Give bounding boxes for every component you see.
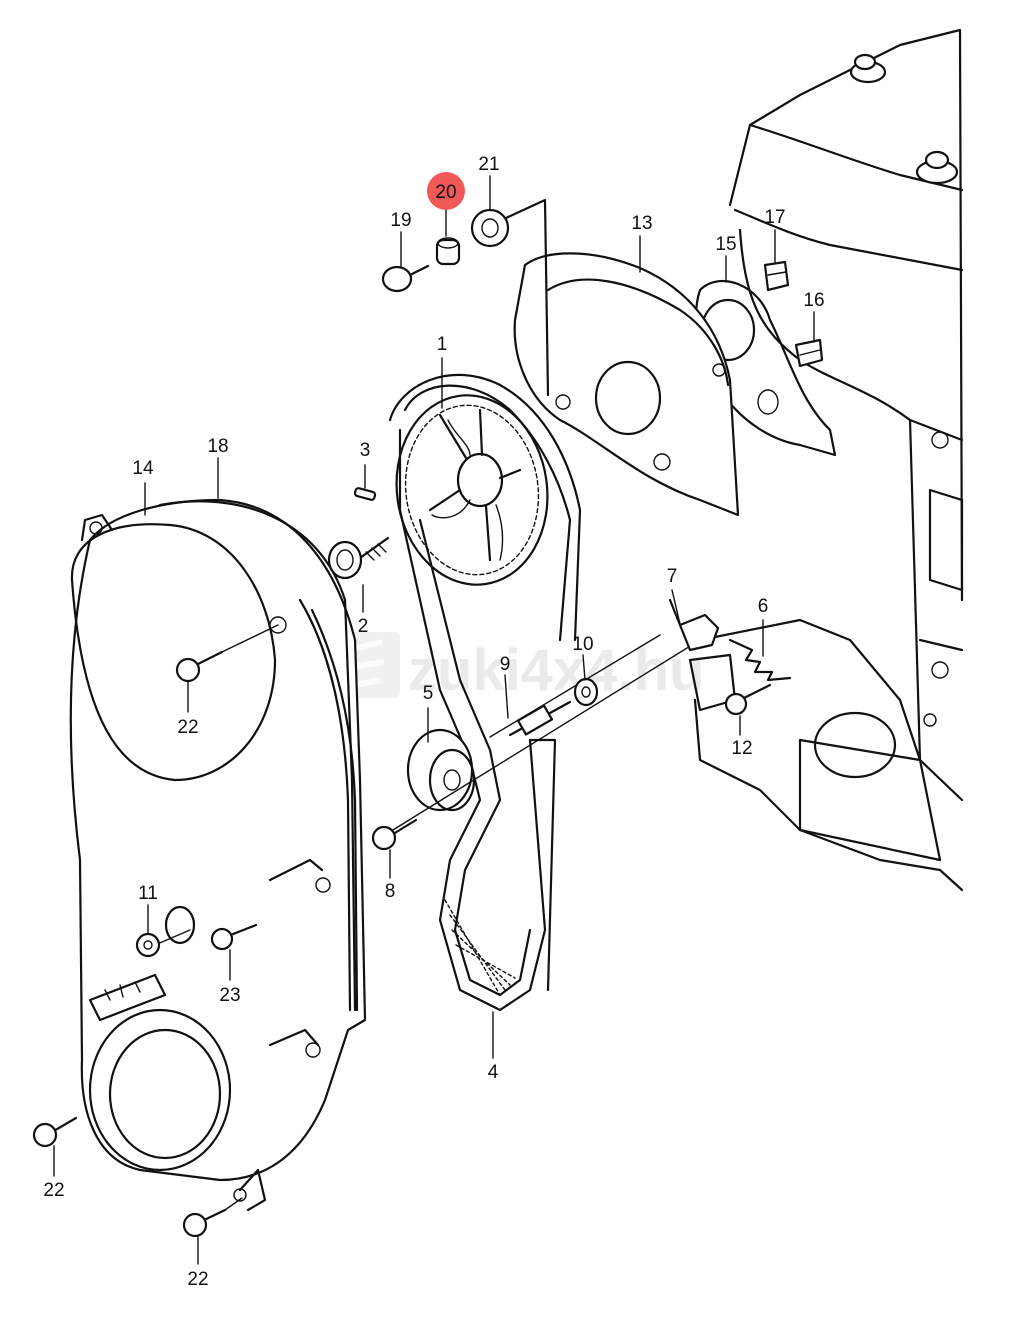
part-7-tensioner-plate <box>668 598 720 652</box>
callout-label-10[interactable]: 10 <box>572 634 593 655</box>
callout-label-3[interactable]: 3 <box>360 440 371 461</box>
callout-label-18[interactable]: 18 <box>207 436 228 457</box>
callout-label-2[interactable]: 2 <box>358 616 369 637</box>
part-20-highlight-marker <box>427 172 465 210</box>
part-9-stud-icon <box>508 700 572 737</box>
part-18-cover-gasket <box>298 598 359 1012</box>
callout-label-20[interactable]: 20 <box>435 182 456 203</box>
callout-label-4[interactable]: 4 <box>488 1062 499 1083</box>
watermark: zuki4x4.hu <box>332 632 705 703</box>
callout-label-6[interactable]: 6 <box>758 596 769 617</box>
part-1-camshaft-pulley <box>395 394 549 586</box>
callout-label-15[interactable]: 15 <box>715 234 736 255</box>
callout-label-8[interactable]: 8 <box>385 881 396 902</box>
callout-label-22-top[interactable]: 22 <box>177 717 198 738</box>
callout-label-9[interactable]: 9 <box>500 654 511 675</box>
callout-label-16[interactable]: 16 <box>803 290 824 311</box>
callout-label-17[interactable]: 17 <box>764 207 785 228</box>
callout-label-14[interactable]: 14 <box>132 458 154 479</box>
callout-label-11[interactable]: 11 <box>138 883 158 904</box>
part-22-bolt-icon <box>32 1116 78 1148</box>
engine-top-bolt-icon <box>915 150 959 185</box>
engine-top-bolt-icon <box>849 53 887 84</box>
part-10-washer-icon <box>573 677 599 707</box>
part-8-bolt-icon <box>371 818 418 851</box>
part-16-clip-icon <box>794 338 824 368</box>
callout-label-7[interactable]: 7 <box>667 566 678 587</box>
callout-label-22-left[interactable]: 22 <box>43 1180 64 1201</box>
callout-label-22-bottom[interactable]: 22 <box>187 1269 208 1290</box>
callout-label-12[interactable]: 12 <box>731 738 752 759</box>
part-17-clip-icon <box>763 260 790 292</box>
part-3-key-icon <box>353 487 377 501</box>
callout-label-13[interactable]: 13 <box>631 213 652 234</box>
assembly-axis-line <box>379 639 701 839</box>
engine-block <box>688 28 964 892</box>
callout-labels: 1 2 3 4 5 6 7 8 9 10 11 12 13 14 15 16 1… <box>43 154 824 1290</box>
leader-lines <box>53 175 815 1265</box>
part-23-bolt-icon <box>210 923 258 951</box>
part-19-bolt-icon <box>381 264 430 293</box>
callout-label-1[interactable]: 1 <box>437 334 448 355</box>
part-14-outer-timing-cover <box>69 498 367 1212</box>
callout-label-21[interactable]: 21 <box>478 154 499 175</box>
part-4-timing-belt <box>388 373 582 1012</box>
part-6-tensioner-spring <box>728 638 792 682</box>
part-2-crankshaft-bolt-icon <box>327 536 390 580</box>
callout-label-23[interactable]: 23 <box>219 985 240 1006</box>
callout-label-19[interactable]: 19 <box>390 210 411 231</box>
part-22-bolt-icon <box>182 1197 243 1238</box>
callout-label-5[interactable]: 5 <box>423 683 434 704</box>
part-20-sleeve-icon <box>435 237 461 266</box>
part-12-bolt-icon <box>724 683 772 716</box>
part-5-tensioner-pulley <box>406 728 476 812</box>
part-13-inner-timing-cover <box>513 252 740 517</box>
